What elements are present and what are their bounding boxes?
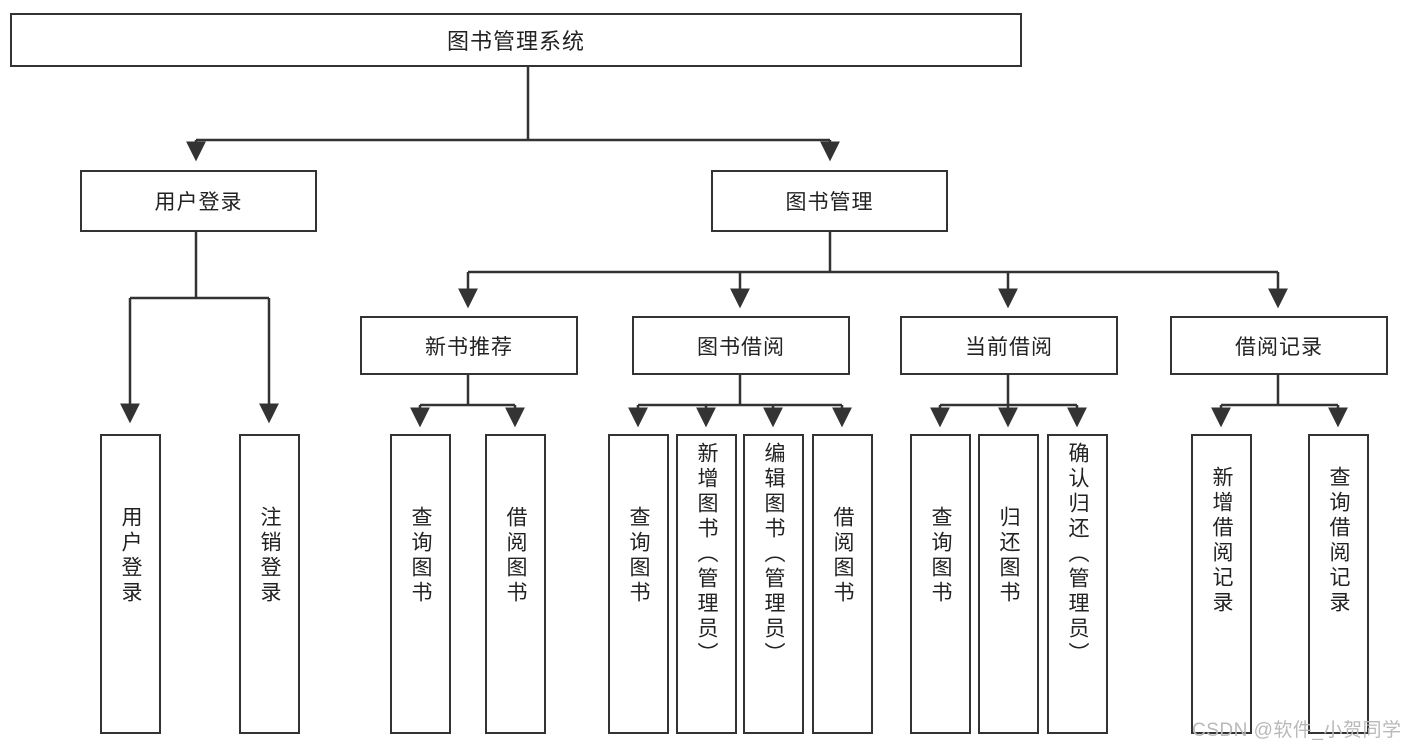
leaf-confirm-return[interactable]: 确认归还（管理员） [1047,434,1108,734]
node-current-borrow[interactable]: 当前借阅 [900,316,1118,375]
node-new-book-recommend[interactable]: 新书推荐 [360,316,578,375]
node-user-login-label: 用户登录 [154,191,243,214]
leaf-query-book-2-label: 查询图书 [627,506,650,606]
leaf-user-login-label: 用户登录 [119,506,142,606]
node-current-borrow-label: 当前借阅 [965,335,1053,359]
leaf-borrow-book-2[interactable]: 借阅图书 [812,434,873,734]
leaf-confirm-return-label: 确认归还（管理员） [1066,442,1089,667]
leaf-logout[interactable]: 注销登录 [239,434,300,734]
leaf-borrow-book-1-label: 借阅图书 [504,506,527,606]
leaf-edit-book[interactable]: 编辑图书（管理员） [743,434,804,734]
leaf-return-book[interactable]: 归还图书 [978,434,1039,734]
node-user-login[interactable]: 用户登录 [80,170,317,232]
node-new-book-recommend-label: 新书推荐 [425,335,513,359]
leaf-query-book-2[interactable]: 查询图书 [608,434,669,734]
leaf-borrow-book-1[interactable]: 借阅图书 [485,434,546,734]
leaf-edit-book-label: 编辑图书（管理员） [762,442,785,667]
leaf-query-book-1-label: 查询图书 [409,506,432,606]
leaf-return-book-label: 归还图书 [997,506,1020,606]
leaf-user-login[interactable]: 用户登录 [100,434,161,734]
node-borrow-record[interactable]: 借阅记录 [1170,316,1388,375]
node-book-manage[interactable]: 图书管理 [711,170,948,232]
leaf-add-record[interactable]: 新增借阅记录 [1191,434,1252,734]
node-root[interactable]: 图书管理系统 [10,13,1022,67]
leaf-query-book-1[interactable]: 查询图书 [390,434,451,734]
node-borrow-record-label: 借阅记录 [1235,335,1323,359]
node-root-label: 图书管理系统 [446,29,585,54]
watermark-text: CSDN @软件_小贺同学 [1192,720,1402,741]
leaf-borrow-book-2-label: 借阅图书 [831,506,854,606]
leaf-query-record-label: 查询借阅记录 [1327,466,1350,616]
leaf-add-record-label: 新增借阅记录 [1210,466,1233,616]
leaf-query-book-3[interactable]: 查询图书 [910,434,971,734]
leaf-add-book-label: 新增图书（管理员） [695,442,718,667]
leaf-add-book[interactable]: 新增图书（管理员） [676,434,737,734]
node-book-borrow[interactable]: 图书借阅 [632,316,850,375]
node-book-manage-label: 图书管理 [785,191,874,214]
leaf-query-record[interactable]: 查询借阅记录 [1308,434,1369,734]
leaf-query-book-3-label: 查询图书 [929,506,952,606]
leaf-logout-label: 注销登录 [258,506,281,606]
node-book-borrow-label: 图书借阅 [697,335,785,359]
